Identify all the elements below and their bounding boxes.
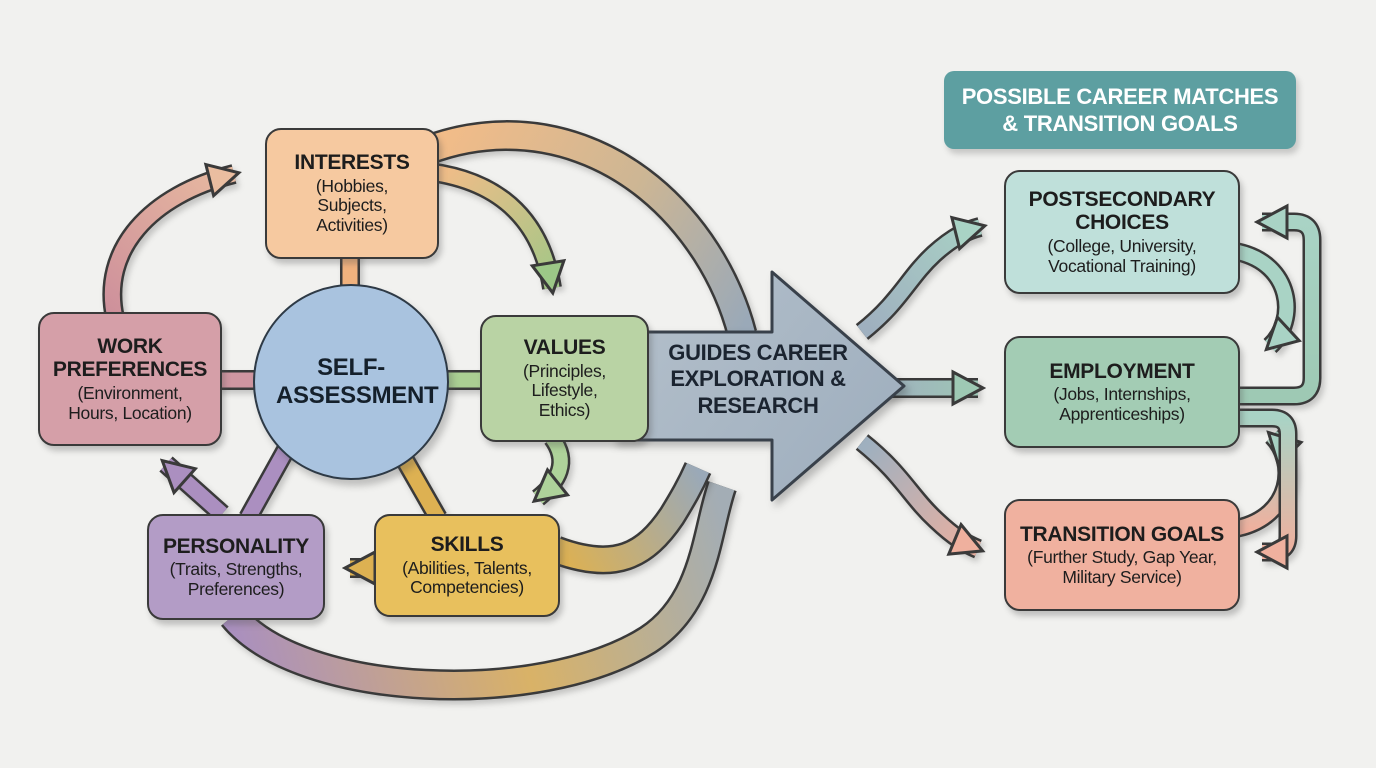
personality-title: PERSONALITY <box>162 534 310 558</box>
node-postsecondary-choices: POSTSECONDARY CHOICES (College, Universi… <box>1004 170 1240 294</box>
node-personality: PERSONALITY (Traits, Strengths, Preferen… <box>147 514 325 620</box>
work-preferences-title: WORK PREFERENCES <box>52 334 208 382</box>
node-interests: INTERESTS (Hobbies, Subjects, Activities… <box>265 128 439 259</box>
arrow-postsecondary-to-employment <box>1236 245 1286 346</box>
employment-title: EMPLOYMENT <box>1049 359 1195 383</box>
outcomes-header-label: POSSIBLE CAREER MATCHES & TRANSITION GOA… <box>961 83 1279 137</box>
work-preferences-subtitle: (Environment, Hours, Location) <box>68 382 192 423</box>
node-employment: EMPLOYMENT (Jobs, Internships, Apprentic… <box>1004 336 1240 448</box>
node-work-preferences: WORK PREFERENCES (Environment, Hours, Lo… <box>38 312 222 446</box>
arrow-center-to-transition <box>857 436 978 556</box>
node-values: VALUES (Principles, Lifestyle, Ethics) <box>480 315 649 442</box>
transition-title: TRANSITION GOALS <box>1019 522 1225 546</box>
personality-subtitle: (Traits, Strengths, Preferences) <box>169 559 303 599</box>
node-skills: SKILLS (Abilities, Talents, Competencies… <box>374 514 560 617</box>
node-self-assessment: SELF-ASSESSMENT <box>253 284 449 480</box>
outcomes-header: POSSIBLE CAREER MATCHES & TRANSITION GOA… <box>944 71 1296 149</box>
arrow-interests-to-values <box>428 164 552 288</box>
band-interests-to-center <box>423 122 755 338</box>
arrow-employment-to-postsecondary <box>1238 222 1319 403</box>
values-subtitle: (Principles, Lifestyle, Ethics) <box>523 360 606 421</box>
band-skills-to-center <box>551 463 709 572</box>
spoke-hub-to-personality <box>241 442 295 522</box>
interests-title: INTERESTS <box>294 151 410 175</box>
band-personality-to-center <box>222 481 735 698</box>
arrow-personality-to-work-preferences <box>166 458 227 520</box>
skills-title: SKILLS <box>430 533 504 557</box>
arrow-employment-to-transition <box>1238 411 1295 552</box>
employment-subtitle: (Jobs, Internships, Apprenticeships) <box>1053 384 1191 424</box>
arrow-center-to-postsecondary <box>857 227 980 338</box>
values-title: VALUES <box>523 336 606 360</box>
center-arrow-label: GUIDES CAREER EXPLORATION & RESEARCH <box>668 340 848 418</box>
transition-subtitle: (Further Study, Gap Year, Military Servi… <box>1027 547 1217 587</box>
self-assessment-label: SELF-ASSESSMENT <box>276 354 439 409</box>
arrow-values-to-skills <box>538 433 561 504</box>
arrow-work-preferences-to-interests <box>104 174 234 320</box>
node-transition-goals: TRANSITION GOALS (Further Study, Gap Yea… <box>1004 499 1240 611</box>
postsecondary-subtitle: (College, University, Vocational Trainin… <box>1047 235 1197 276</box>
postsecondary-title: POSTSECONDARY CHOICES <box>1028 187 1216 235</box>
interests-subtitle: (Hobbies, Subjects, Activities) <box>315 175 389 236</box>
skills-subtitle: (Abilities, Talents, Competencies) <box>402 557 532 598</box>
